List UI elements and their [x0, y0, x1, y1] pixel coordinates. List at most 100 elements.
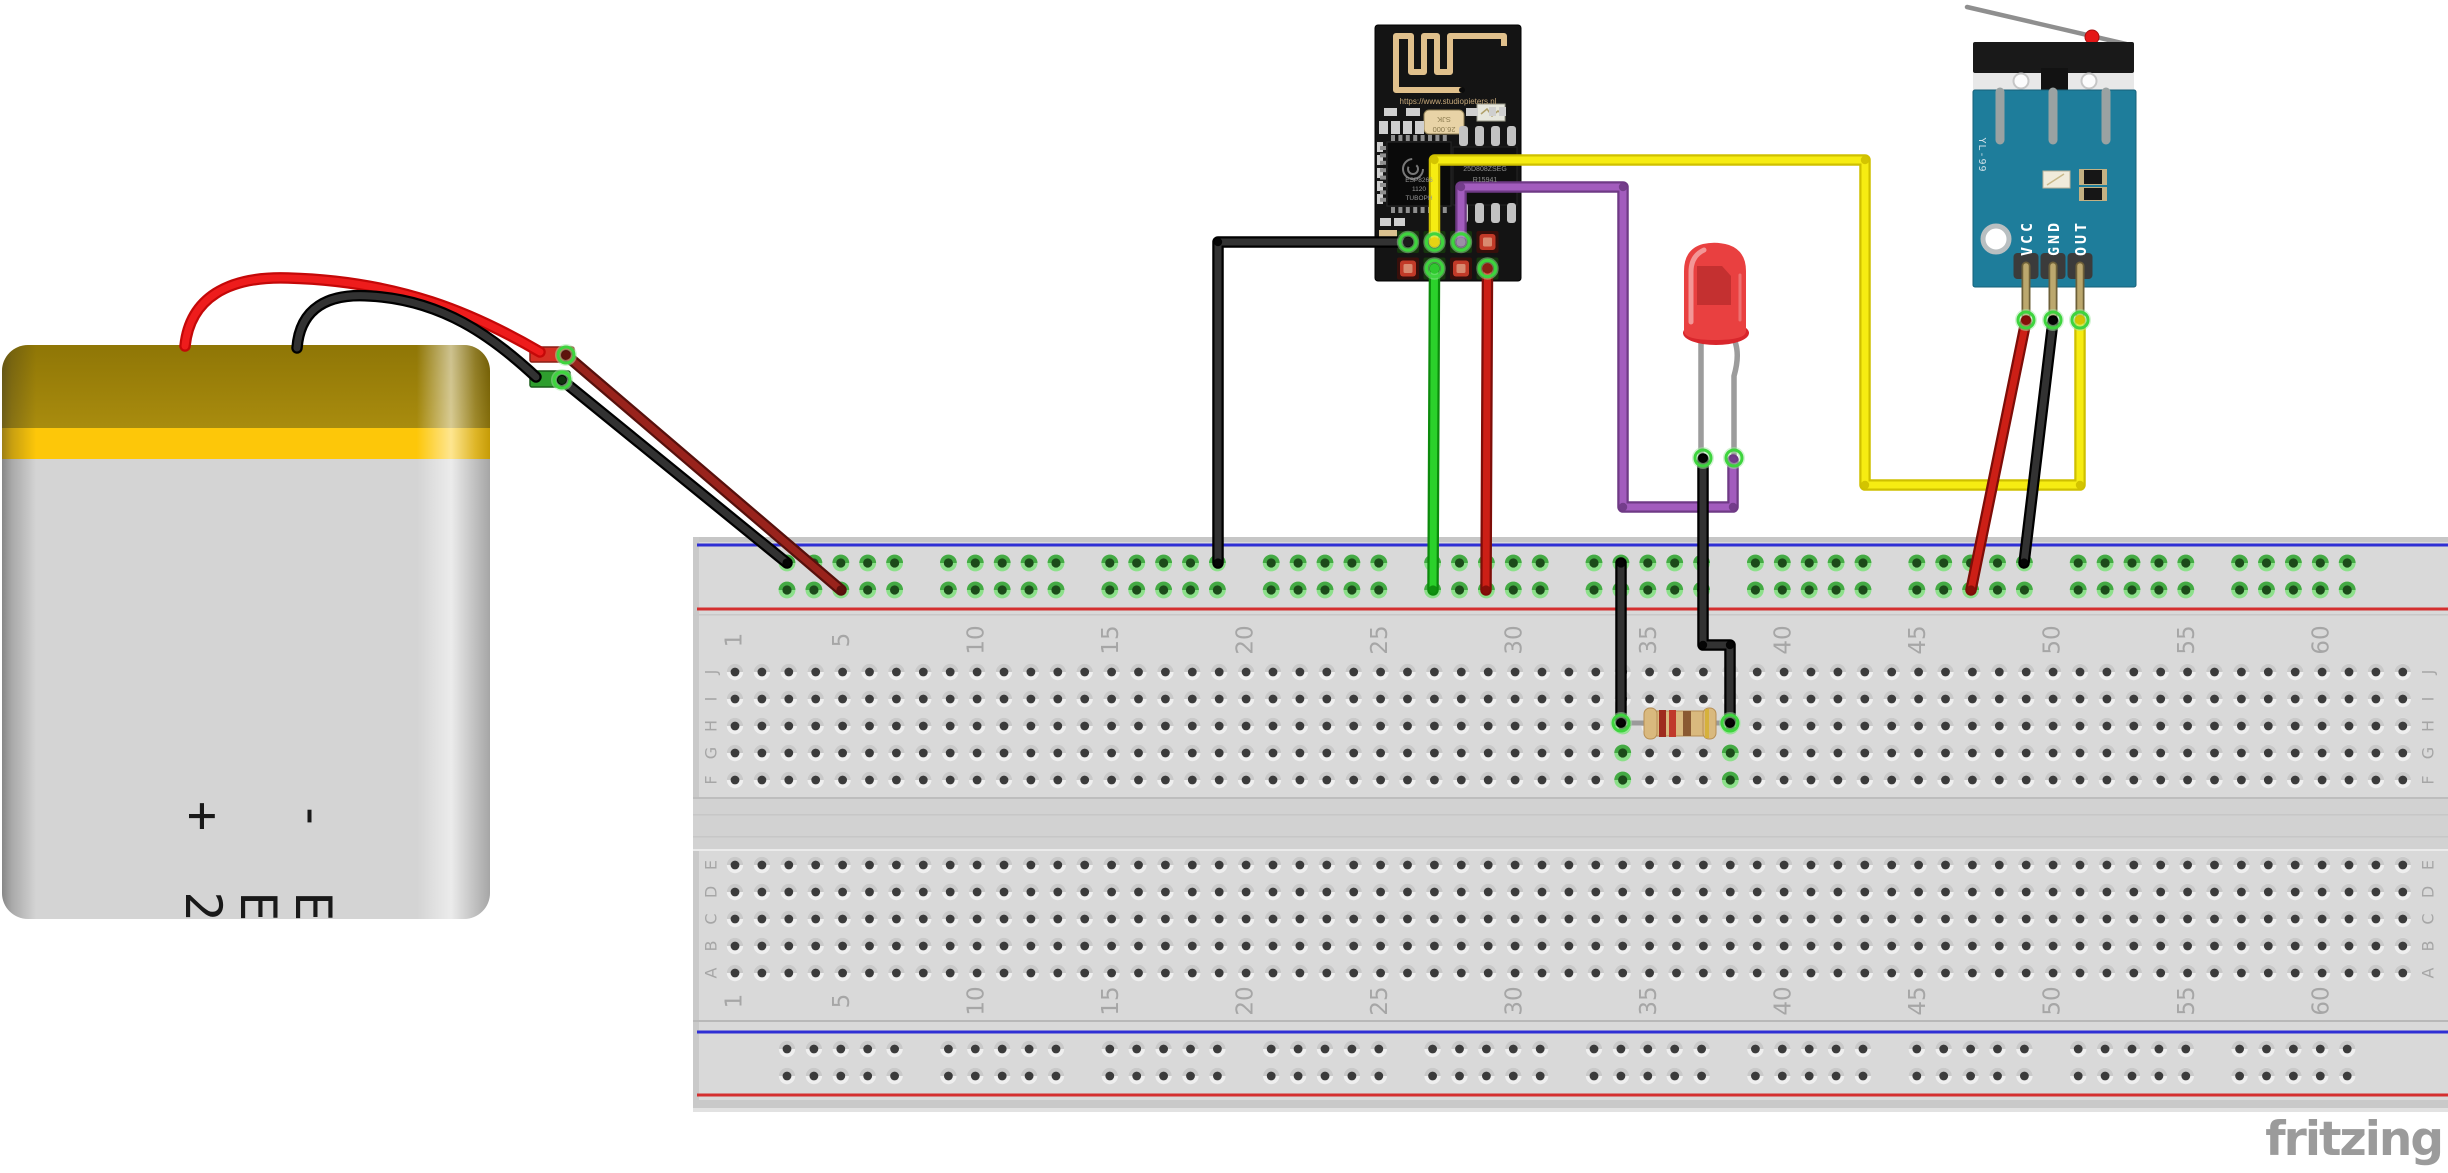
- breadboard-label: 25: [1367, 986, 1393, 1015]
- breadboard-label: 5: [829, 994, 855, 1009]
- breadboard-label: G: [2419, 747, 2438, 759]
- breadboard-label: 60: [2309, 986, 2335, 1015]
- battery-red-lead[interactable]: [179, 272, 546, 358]
- esp8266-chip: [1386, 141, 1452, 207]
- resistor-band: [1683, 711, 1691, 736]
- breadboard-label: J: [702, 670, 721, 676]
- breadboard-label: J: [2419, 670, 2438, 676]
- breadboard-label: 15: [1098, 986, 1124, 1015]
- breadboard-label: 1: [722, 633, 748, 648]
- breadboard-label: 60: [2309, 625, 2335, 654]
- esp-pin-connected-icon: [1424, 232, 1445, 252]
- sensor-gnd-label: GND: [2045, 219, 2063, 256]
- sensor-model-text: YL-99: [1976, 137, 1987, 173]
- battery-negative-jumper[interactable]: [556, 374, 793, 569]
- lever-tip: [2084, 29, 2100, 45]
- resistor-band: [1669, 710, 1676, 737]
- esp-pin-connected-icon: [1451, 232, 1471, 252]
- breadboard-label: 30: [1502, 986, 1528, 1015]
- breadboard-label: A: [2419, 967, 2438, 978]
- fritzing-watermark: fritzing: [2265, 1112, 2444, 1167]
- breadboard[interactable]: 1155101015152020252530303535404045455050…: [693, 537, 2448, 1112]
- breadboard-label: 40: [1771, 625, 1797, 654]
- wires: [179, 154, 2086, 728]
- sensor-vcc-label: VCC: [2018, 219, 2036, 256]
- battery-shading: [2, 345, 490, 919]
- breadboard-label: I: [702, 697, 721, 702]
- breadboard-label: 10: [964, 625, 990, 654]
- breadboard-label: B: [702, 941, 721, 952]
- breadboard-label: C: [2419, 913, 2438, 924]
- esp-enable-wire[interactable]: [1480, 262, 1494, 596]
- breadboard-label: 40: [1771, 986, 1797, 1015]
- connection-ring-icon: [552, 370, 572, 390]
- breadboard-label: 25: [1367, 625, 1393, 654]
- breadboard-label: E: [702, 860, 721, 870]
- mounting-hole: [1980, 223, 2012, 255]
- breadboard-label: 20: [1233, 625, 1259, 654]
- wifi-spiral-logo-icon: [1402, 158, 1424, 180]
- breadboard-label: F: [702, 775, 721, 784]
- esp8266-esp01-module[interactable]: [1374, 24, 1522, 282]
- resistor-gnd-wire[interactable]: [1615, 557, 1627, 728]
- switch-lever: [1964, 4, 2129, 47]
- led-cathode-wire[interactable]: [1697, 453, 1736, 728]
- breadboard-label: I: [2419, 697, 2438, 702]
- esp-pin-connected-icon: [1424, 258, 1445, 279]
- connection-indicators: [551, 230, 2091, 734]
- resistor-band: [1705, 709, 1709, 738]
- breadboard-label: F: [2419, 775, 2438, 784]
- sensor-gnd-wire[interactable]: [2018, 315, 2059, 569]
- breadboard-label: 35: [1636, 625, 1662, 654]
- connection-ring-icon: [2070, 310, 2090, 330]
- breadboard-label: 35: [1636, 986, 1662, 1015]
- breadboard-label: A: [702, 967, 721, 978]
- breadboard-label: 15: [1098, 625, 1124, 654]
- esp-pin-connected-icon: [1398, 232, 1418, 252]
- esp-crystal-text: 26.000 SJK: [1432, 115, 1456, 134]
- connection-ring-icon: [1611, 713, 1631, 733]
- breadboard-label: 10: [964, 986, 990, 1015]
- connection-ring-icon: [1724, 448, 1744, 468]
- sensor-vcc-wire[interactable]: [1965, 315, 2032, 596]
- resistor-band: [1659, 710, 1666, 737]
- breadboard-label: D: [702, 886, 721, 898]
- breadboard-label: 50: [2040, 625, 2066, 654]
- breadboard-label: H: [2419, 720, 2438, 732]
- smd-resistor: [2084, 170, 2102, 184]
- connection-ring-icon: [1720, 713, 1740, 733]
- smd-resistor: [2084, 188, 2102, 200]
- connection-ring-icon: [1693, 448, 1713, 468]
- breadboard-label: C: [702, 913, 721, 924]
- breadboard-label: E: [2419, 860, 2438, 870]
- breadboard-label: 55: [2174, 986, 2200, 1015]
- breadboard-label: 45: [1905, 625, 1931, 654]
- breadboard-label: 20: [1233, 986, 1259, 1015]
- breadboard-label: 30: [1502, 625, 1528, 654]
- esp-chip-text: ESP8266 1120 TUBOPH: [1405, 177, 1433, 202]
- sensor-out-label: OUT: [2072, 219, 2090, 256]
- esp-3v3-wire[interactable]: [1427, 262, 1441, 596]
- battery-black-lead[interactable]: [291, 289, 542, 383]
- led-bulb: [1684, 242, 1746, 340]
- collision-sensor-module[interactable]: [1964, 4, 2137, 323]
- breadboard-label: G: [702, 747, 721, 759]
- breadboard-label: 50: [2040, 986, 2066, 1015]
- esp-flash-chip-text: 25D808ZSEG R15941: [1463, 166, 1507, 184]
- connection-ring-icon: [2016, 310, 2036, 330]
- esp-ground-wire[interactable]: [1212, 236, 1414, 569]
- esp-pin-connected-icon: [1477, 258, 1498, 279]
- breadboard-label: 55: [2174, 625, 2200, 654]
- lipo-battery[interactable]: - E585460-4121 E4104-L58-1 + 2000mAh 3.7…: [2, 345, 490, 919]
- breadboard-label: 1: [722, 994, 748, 1009]
- red-led[interactable]: [1683, 242, 1749, 460]
- microswitch-body: [1973, 42, 2134, 73]
- antenna-trace-icon: [1393, 33, 1507, 93]
- breadboard-label: H: [702, 720, 721, 732]
- connection-ring-icon: [2043, 310, 2063, 330]
- esp-url-text: https://www.studiopieters.nl: [1399, 97, 1497, 106]
- connection-ring-icon: [556, 345, 576, 365]
- breadboard-label: B: [2419, 941, 2438, 952]
